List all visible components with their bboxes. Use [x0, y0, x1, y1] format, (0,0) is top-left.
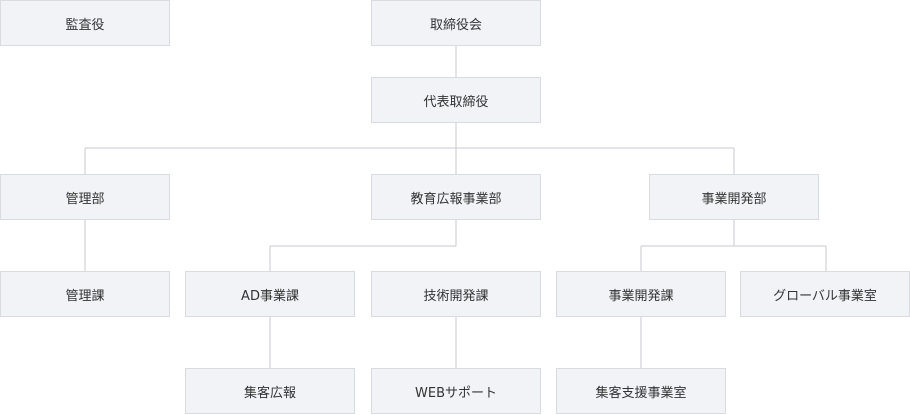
education-pr-dept-box: 教育広報事業部: [371, 174, 541, 220]
customer-pr-label: 集客広報: [243, 385, 296, 401]
ad-section-box: AD事業課: [185, 271, 355, 317]
business-dev-dept-box: 事業開発部: [649, 174, 819, 220]
global-office-box: グローバル事業室: [740, 271, 910, 317]
management-dept-box: 管理部: [0, 174, 170, 220]
customer-pr-box: 集客広報: [185, 368, 355, 414]
customer-support-office-box: 集客支援事業室: [556, 368, 726, 414]
auditor-box: 監査役: [0, 0, 170, 46]
education-pr-dept-label: 教育広報事業部: [410, 191, 502, 207]
tech-dev-section-box: 技術開発課: [371, 271, 541, 317]
auditor-label: 監査役: [65, 17, 105, 33]
customer-support-office-label: 集客支援事業室: [595, 385, 687, 401]
web-support-label: WEBサポート: [415, 385, 497, 401]
web-support-box: WEBサポート: [371, 368, 541, 414]
board-label: 取締役会: [429, 17, 482, 33]
bizdev-section-box: 事業開発課: [556, 271, 726, 317]
ceo-label: 代表取締役: [423, 94, 489, 110]
management-dept-label: 管理部: [65, 191, 105, 207]
global-office-label: グローバル事業室: [773, 288, 877, 304]
tech-dev-section-label: 技術開発課: [423, 288, 489, 304]
business-dev-dept-label: 事業開発部: [701, 191, 767, 207]
ad-section-label: AD事業課: [241, 288, 299, 304]
management-section-label: 管理課: [65, 288, 105, 304]
board-box: 取締役会: [371, 0, 541, 46]
ceo-box: 代表取締役: [371, 77, 541, 123]
bizdev-section-label: 事業開発課: [608, 288, 674, 304]
management-section-box: 管理課: [0, 271, 170, 317]
